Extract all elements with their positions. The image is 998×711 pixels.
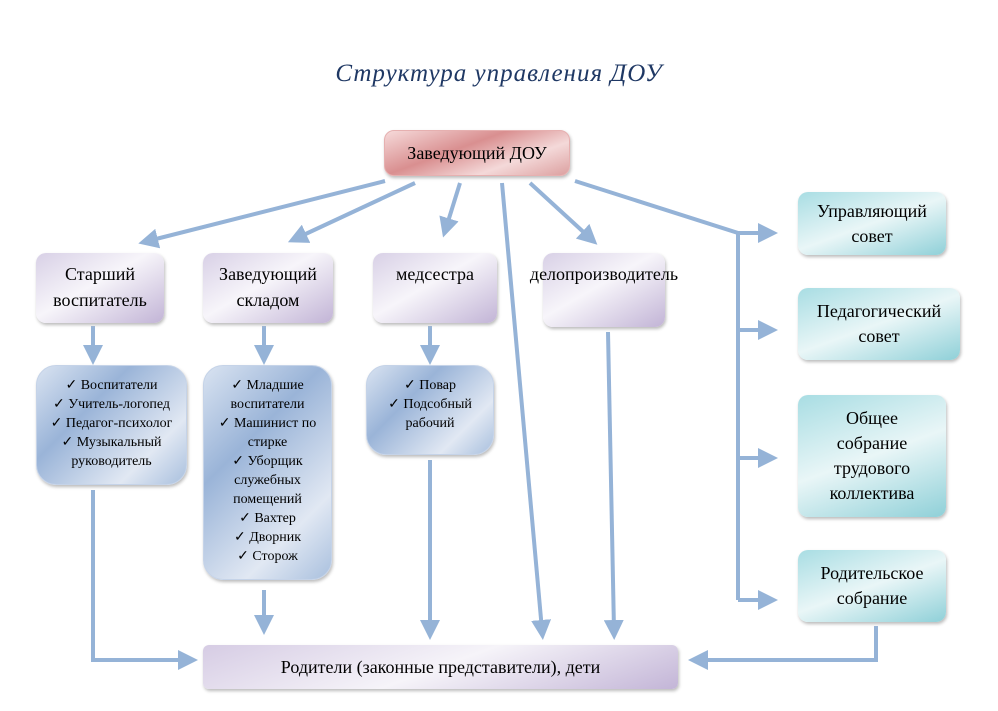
arrow-head-to-councils: [574, 179, 740, 600]
list-item: Воспитатели: [43, 376, 180, 395]
list-item: Сторож: [210, 547, 325, 566]
pedagogical-council-box: Педагогический совет: [798, 288, 960, 360]
list-item: Машинист по стирке: [210, 414, 325, 452]
list-item: Подсобный рабочий: [373, 395, 487, 433]
arrow-head-to-senior: [138, 179, 386, 249]
list-item: Вахтер: [210, 509, 325, 528]
general-meeting-box: Общее собрание трудового коллектива: [798, 395, 946, 517]
list-item: Музыкальный руководитель: [43, 433, 180, 471]
nurse-box: медсестра: [373, 253, 497, 323]
arrow-head-to-clerk: [528, 181, 598, 245]
senior-teacher-staff-list: Воспитатели Учитель-логопед Педагог-псих…: [36, 365, 187, 485]
diagram-title: Структура управления ДОУ: [335, 60, 663, 87]
clerk-box: делопроизводитель: [530, 253, 678, 327]
list-item: Учитель-логопед: [43, 395, 180, 414]
warehouse-staff-list: Младшие воспитатели Машинист по стирке У…: [203, 365, 332, 580]
list-item: Повар: [373, 376, 487, 395]
nurse-staff-list: Повар Подсобный рабочий: [366, 365, 494, 455]
list-item: Дворник: [210, 528, 325, 547]
warehouse-head-box: Заведующий складом: [203, 253, 333, 323]
head-box: Заведующий ДОУ: [384, 130, 570, 176]
parents-meeting-box: Родительское собрание: [798, 550, 946, 622]
arrow-head-to-bottom: [500, 182, 552, 640]
list-item: Педагог-психолог: [43, 414, 180, 433]
arrow-head-to-nurse: [439, 182, 462, 238]
list-item: Младшие воспитатели: [210, 376, 325, 414]
parents-children-box: Родители (законные представители), дети: [203, 645, 678, 689]
list-item: Уборщик служебных помещений: [210, 452, 325, 509]
arrow-head-to-warehouse: [287, 181, 416, 243]
senior-teacher-box: Старший воспитатель: [36, 253, 164, 323]
governing-council-box: Управляющий совет: [798, 192, 946, 255]
